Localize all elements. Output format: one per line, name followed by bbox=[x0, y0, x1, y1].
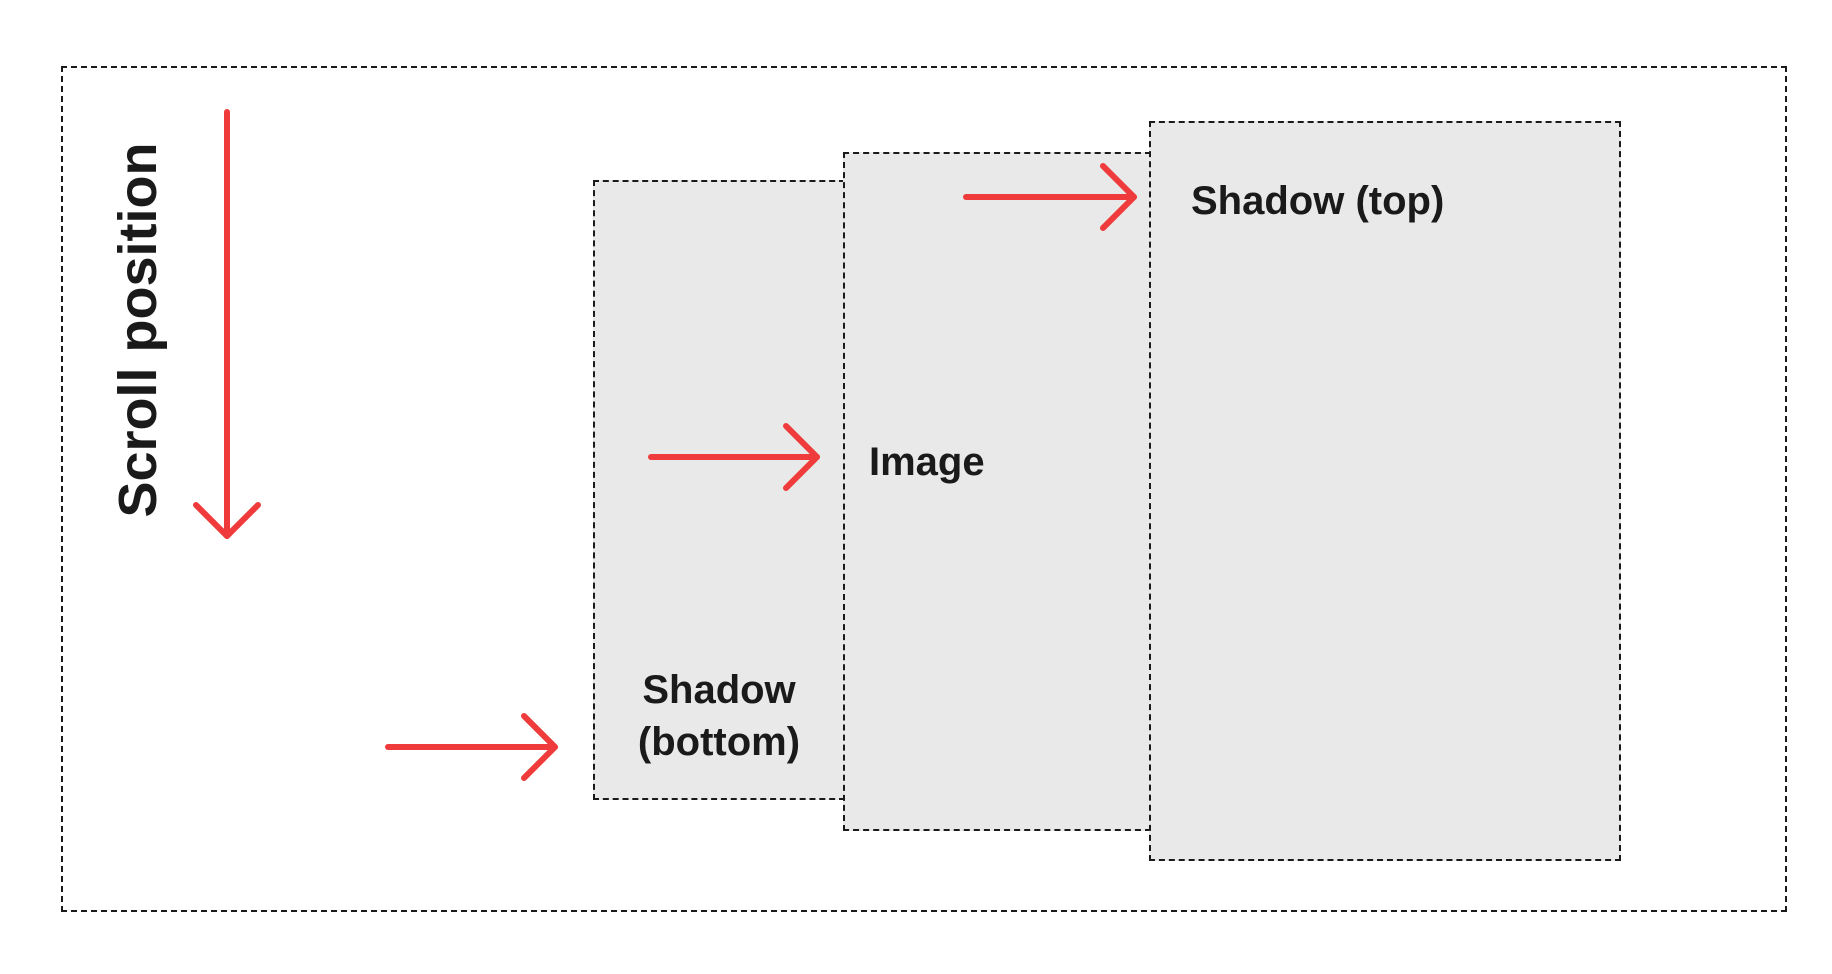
arrow-to-image-icon bbox=[648, 423, 820, 491]
shadow-top-layer bbox=[1149, 121, 1621, 861]
shadow-bottom-label: Shadow (bottom) bbox=[637, 668, 801, 764]
viewport-frame bbox=[61, 66, 1787, 912]
arrow-to-shadow-bottom-icon bbox=[385, 713, 558, 781]
shadow-bottom-layer bbox=[593, 180, 845, 800]
image-label: Image bbox=[869, 440, 985, 484]
arrow-to-shadow-top-icon bbox=[963, 163, 1137, 231]
shadow-top-label: Shadow (top) bbox=[1191, 179, 1445, 223]
image-layer bbox=[843, 152, 1151, 831]
scroll-down-arrow-icon bbox=[193, 109, 261, 539]
